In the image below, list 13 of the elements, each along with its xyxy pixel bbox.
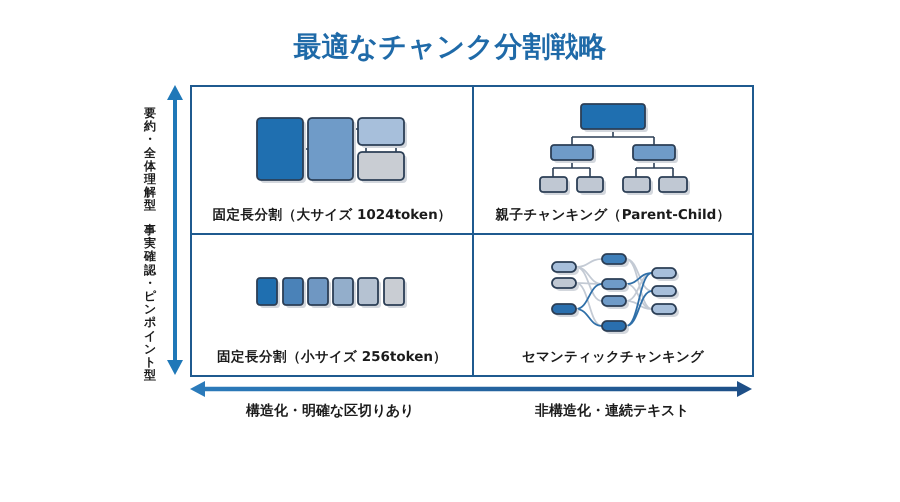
axis-label: 要約・全体理解型 [144,107,156,212]
quadrant-panel [472,85,754,235]
quadrant-panel [190,85,474,235]
quadrant-label: 親子チャンキング（Parent-Child） [496,206,730,224]
diagram-title: 最適なチャンク分割戦略 [294,29,606,65]
quadrant-panel [190,233,474,377]
quadrant-label: セマンティックチャンキング [522,348,704,366]
quadrant-label: 固定長分割（大サイズ 1024token） [212,206,452,224]
axis-label: 非構造化・連続テキスト [535,402,689,420]
quadrant-label: 固定長分割（小サイズ 256token） [217,348,447,366]
axis-label: 事実確認・ピンポイント型 [144,224,156,382]
axis-label: 構造化・明確な区切りあり [246,402,414,420]
quadrant-panel [472,233,754,377]
